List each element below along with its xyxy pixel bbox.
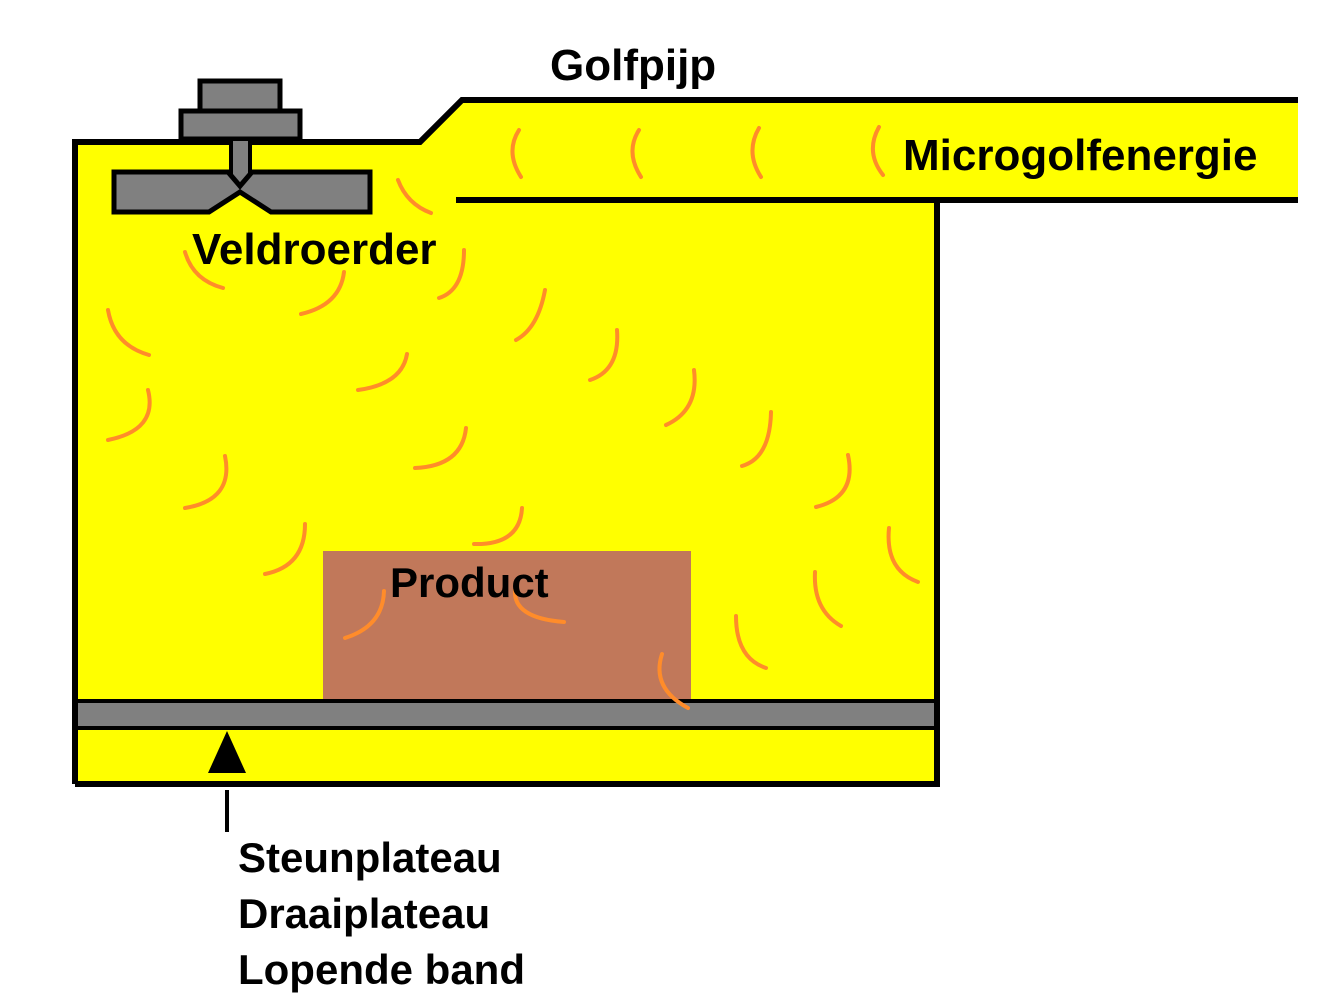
stirrer-motor-top xyxy=(197,78,283,114)
wave-arc xyxy=(512,588,566,624)
cavity-outline xyxy=(72,97,1298,787)
wave-arc xyxy=(299,270,346,316)
platform-options-list: Steunplateau Draaiplateau Lopende band xyxy=(238,830,525,998)
platform-arrow-icon xyxy=(208,731,246,832)
mode-stirrer-label: Veldroerder xyxy=(192,225,437,274)
stirrer-blades xyxy=(111,169,373,215)
wave-arc xyxy=(356,352,409,392)
product-label: Product xyxy=(390,559,549,606)
microwave-energy-label: Microgolfenergie xyxy=(903,131,1258,180)
wave-arc xyxy=(106,308,151,357)
wave-arc xyxy=(740,410,773,468)
wave-arc xyxy=(514,288,547,342)
wave-arc xyxy=(734,614,768,670)
wave-arc xyxy=(510,128,523,179)
wave-arc xyxy=(664,368,697,427)
wave-arc xyxy=(657,652,690,710)
wave-arc xyxy=(886,526,920,584)
wave-arc xyxy=(750,126,763,179)
stirrer-motor-base xyxy=(178,108,303,142)
wave-arc xyxy=(413,426,468,470)
wave-arc xyxy=(588,328,620,382)
waveguide-label: Golfpijp xyxy=(550,41,717,90)
wave-arc xyxy=(263,522,307,576)
product-block xyxy=(323,551,691,701)
wave-arc xyxy=(871,125,885,177)
wave-arc xyxy=(183,250,225,290)
mode-stirrer-icon xyxy=(111,78,373,215)
microwave-waves xyxy=(106,125,920,710)
support-platform xyxy=(73,699,939,730)
wave-arc xyxy=(472,506,524,547)
wave-arc xyxy=(106,388,152,442)
arrow-head xyxy=(208,731,246,773)
wave-arc xyxy=(437,248,466,300)
wave-arc xyxy=(812,570,843,628)
wave-arc xyxy=(183,454,229,510)
platform-option-turntable: Draaiplateau xyxy=(238,890,491,937)
platform-option-conveyor: Lopende band xyxy=(238,946,525,993)
wave-arc xyxy=(343,589,386,640)
platform-option-support: Steunplateau xyxy=(238,834,502,881)
wave-arc xyxy=(630,128,643,179)
wave-arc xyxy=(814,453,852,509)
wave-arc xyxy=(396,178,433,215)
